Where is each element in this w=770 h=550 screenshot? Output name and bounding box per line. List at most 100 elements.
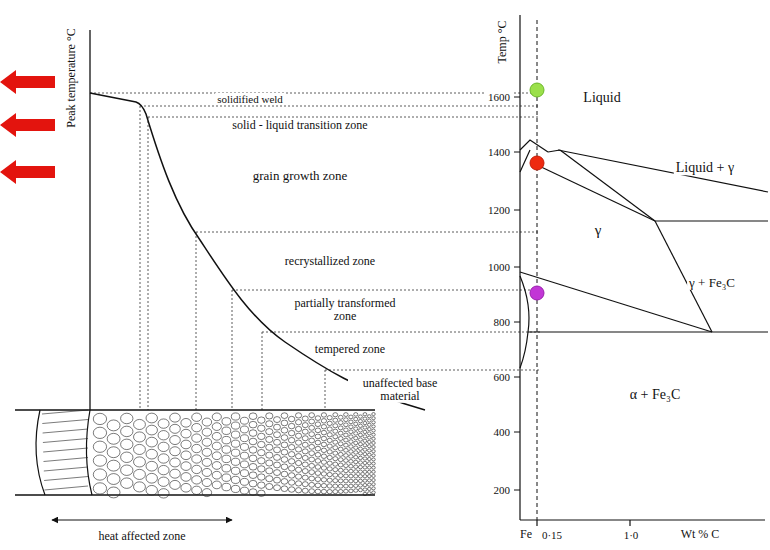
- grain: [372, 425, 376, 428]
- grain: [302, 442, 308, 447]
- grain: [349, 489, 353, 493]
- grain: [367, 462, 371, 465]
- grain: [107, 433, 120, 444]
- grain: [363, 413, 367, 416]
- grain: [367, 453, 371, 456]
- grain: [372, 454, 376, 457]
- grain: [192, 465, 202, 473]
- grain: [333, 462, 338, 466]
- grain: [338, 442, 343, 446]
- grain: [202, 468, 211, 476]
- grain: [321, 472, 326, 477]
- grain: [367, 445, 371, 448]
- grain: [170, 413, 181, 422]
- red-arrow: [0, 113, 55, 137]
- grain: [192, 476, 202, 484]
- grain: [202, 448, 211, 456]
- grain: [158, 442, 169, 451]
- grain: [338, 447, 343, 451]
- grain: [231, 440, 239, 447]
- grain: [344, 474, 349, 478]
- tick-label: 1000: [486, 261, 512, 273]
- tick-label: 800: [492, 316, 513, 328]
- grain: [321, 413, 326, 418]
- grain: [231, 458, 239, 465]
- grain: [121, 478, 133, 488]
- grain: [372, 450, 376, 453]
- grain: [121, 413, 133, 423]
- grain: [146, 449, 157, 459]
- grain: [266, 421, 273, 427]
- grain: [274, 417, 281, 423]
- grain: [249, 447, 257, 454]
- grain: [315, 446, 321, 451]
- grain: [338, 436, 343, 440]
- grain: [202, 478, 211, 486]
- grain: [158, 419, 169, 428]
- grain: [309, 432, 315, 437]
- grain: [358, 456, 362, 459]
- grain: [170, 469, 181, 478]
- peak-temperature-curve: [90, 93, 425, 410]
- grain: [302, 429, 308, 434]
- grain: [321, 436, 326, 441]
- grain: [181, 440, 191, 449]
- grain: [349, 435, 353, 439]
- level-lines: [90, 93, 540, 370]
- grain: [363, 470, 367, 473]
- a3-line: [520, 272, 712, 332]
- grain: [302, 455, 308, 460]
- grain: [274, 454, 281, 460]
- grain: [372, 446, 376, 449]
- grain: [358, 475, 362, 478]
- grain: [258, 458, 266, 464]
- grain: [372, 429, 376, 432]
- grain: [349, 455, 353, 459]
- grain: [302, 469, 308, 474]
- grain: [288, 423, 294, 428]
- grain: [309, 463, 315, 468]
- tick-label: 1400: [486, 146, 512, 158]
- grain: [274, 424, 281, 430]
- grain: [363, 448, 367, 451]
- grain: [249, 472, 257, 479]
- grain: [349, 450, 353, 454]
- grain: [258, 466, 266, 472]
- grain: [240, 435, 248, 442]
- grain: [338, 421, 343, 425]
- grain: [309, 457, 315, 462]
- axis-tick: [536, 520, 537, 526]
- columnar-grain: [42, 420, 88, 424]
- grain: [338, 452, 343, 456]
- axis-tick: [629, 520, 630, 526]
- grain: [358, 438, 362, 441]
- grain: [338, 479, 343, 483]
- grain: [249, 438, 257, 445]
- grain: [192, 434, 202, 442]
- grain: [295, 488, 301, 493]
- grain: [295, 467, 301, 472]
- grain: [288, 437, 294, 442]
- grain: [295, 426, 301, 431]
- grain: [372, 479, 376, 482]
- temperature-axis: [89, 30, 90, 410]
- grain: [321, 419, 326, 424]
- grain: [358, 465, 362, 468]
- grain: [338, 463, 343, 467]
- grain: [134, 482, 146, 492]
- grain: [202, 458, 211, 466]
- grain: [372, 437, 376, 440]
- grain: [222, 446, 231, 453]
- grain: [222, 455, 231, 462]
- grain: [202, 428, 211, 436]
- grain: [344, 464, 349, 468]
- grain: [333, 429, 338, 433]
- liquid-point: [530, 83, 544, 97]
- grain: [240, 470, 248, 477]
- zone-label: grain growth zone: [251, 169, 350, 183]
- grain: [349, 459, 353, 463]
- grain: [134, 432, 146, 442]
- grain: [372, 487, 376, 490]
- grain: [354, 470, 358, 474]
- grain: [327, 467, 332, 471]
